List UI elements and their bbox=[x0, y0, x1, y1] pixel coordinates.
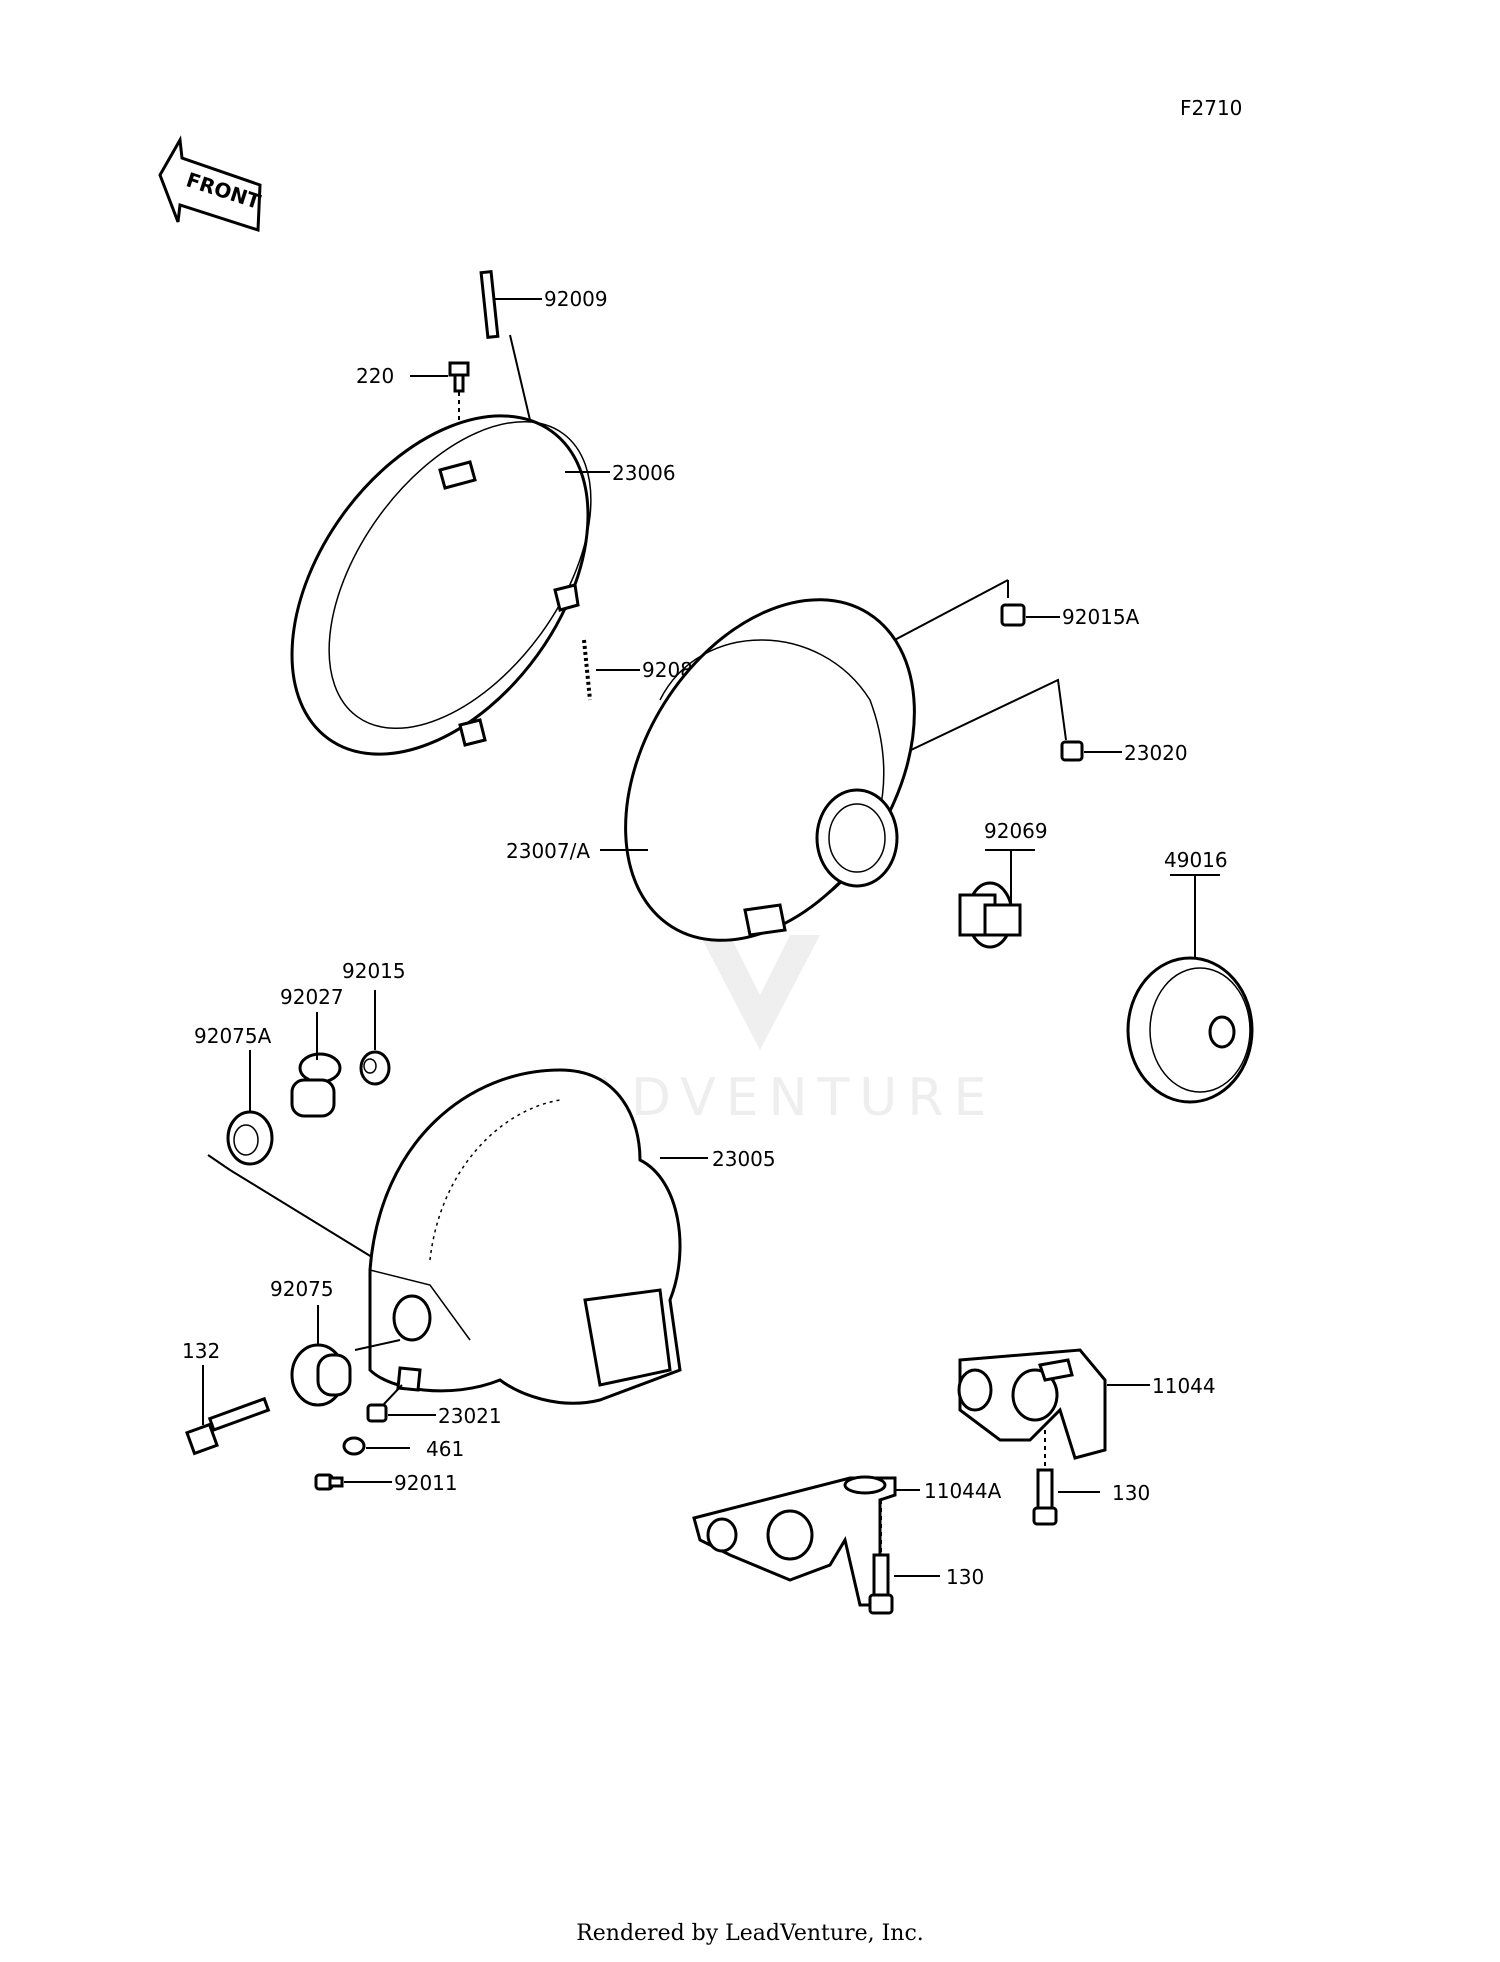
headlight-rim-23006-part bbox=[290, 414, 610, 756]
grommet-92075A-part bbox=[207, 1050, 381, 1263]
callout-92075A: 92075A bbox=[194, 1024, 272, 1048]
callout-23021: 23021 bbox=[438, 1404, 502, 1428]
headlight-unit-23007A-part bbox=[600, 598, 916, 942]
callout-23006: 23006 bbox=[612, 461, 676, 485]
callout-11044A: 11044A bbox=[924, 1479, 1002, 1503]
screw-220-part bbox=[410, 361, 470, 420]
bulb-92069-part bbox=[958, 849, 1035, 949]
callout-461: 461 bbox=[426, 1437, 464, 1461]
spring-92081-part bbox=[582, 639, 640, 701]
diagram-id: F2710 bbox=[1180, 96, 1242, 120]
bolt-130-lower-part bbox=[868, 1500, 940, 1615]
screw-92011-part bbox=[314, 1473, 392, 1491]
callout-23005: 23005 bbox=[712, 1147, 776, 1171]
nut-92015-part bbox=[359, 990, 391, 1086]
footer-credit: Rendered by LeadVenture, Inc. bbox=[576, 1921, 924, 1946]
callout-132: 132 bbox=[182, 1339, 220, 1363]
callout-49016: 49016 bbox=[1164, 848, 1228, 872]
callout-23020: 23020 bbox=[1124, 741, 1188, 765]
callout-130-upper: 130 bbox=[1112, 1481, 1150, 1505]
callout-92015: 92015 bbox=[342, 959, 406, 983]
bracket-11044A-part bbox=[692, 1475, 920, 1607]
callout-130-lower: 130 bbox=[946, 1565, 984, 1589]
bolt-132-part bbox=[185, 1365, 271, 1456]
callout-220: 220 bbox=[356, 364, 394, 388]
headlight-case-23005-part bbox=[368, 1068, 708, 1405]
grommet-92075-part bbox=[290, 1305, 401, 1407]
callout-11044: 11044 bbox=[1152, 1374, 1216, 1398]
callout-92011: 92011 bbox=[394, 1471, 458, 1495]
bolt-92009-part bbox=[479, 269, 542, 421]
nut-23020-part bbox=[889, 678, 1122, 762]
callout-92009: 92009 bbox=[544, 287, 608, 311]
front-arrow-icon: FRONT bbox=[158, 135, 264, 233]
collar-92027-part bbox=[290, 1012, 342, 1118]
callout-92075: 92075 bbox=[270, 1277, 334, 1301]
washer-461-part bbox=[342, 1436, 410, 1456]
dust-cover-49016-part bbox=[1126, 874, 1254, 1104]
nut-23021-part bbox=[366, 1384, 436, 1423]
callout-92027: 92027 bbox=[280, 985, 344, 1009]
callout-92069: 92069 bbox=[984, 819, 1048, 843]
bracket-11044-part bbox=[957, 1348, 1150, 1460]
callout-92015A: 92015A bbox=[1062, 605, 1140, 629]
bolt-130-upper-part bbox=[1032, 1430, 1100, 1526]
callout-23007A: 23007/A bbox=[506, 839, 590, 863]
